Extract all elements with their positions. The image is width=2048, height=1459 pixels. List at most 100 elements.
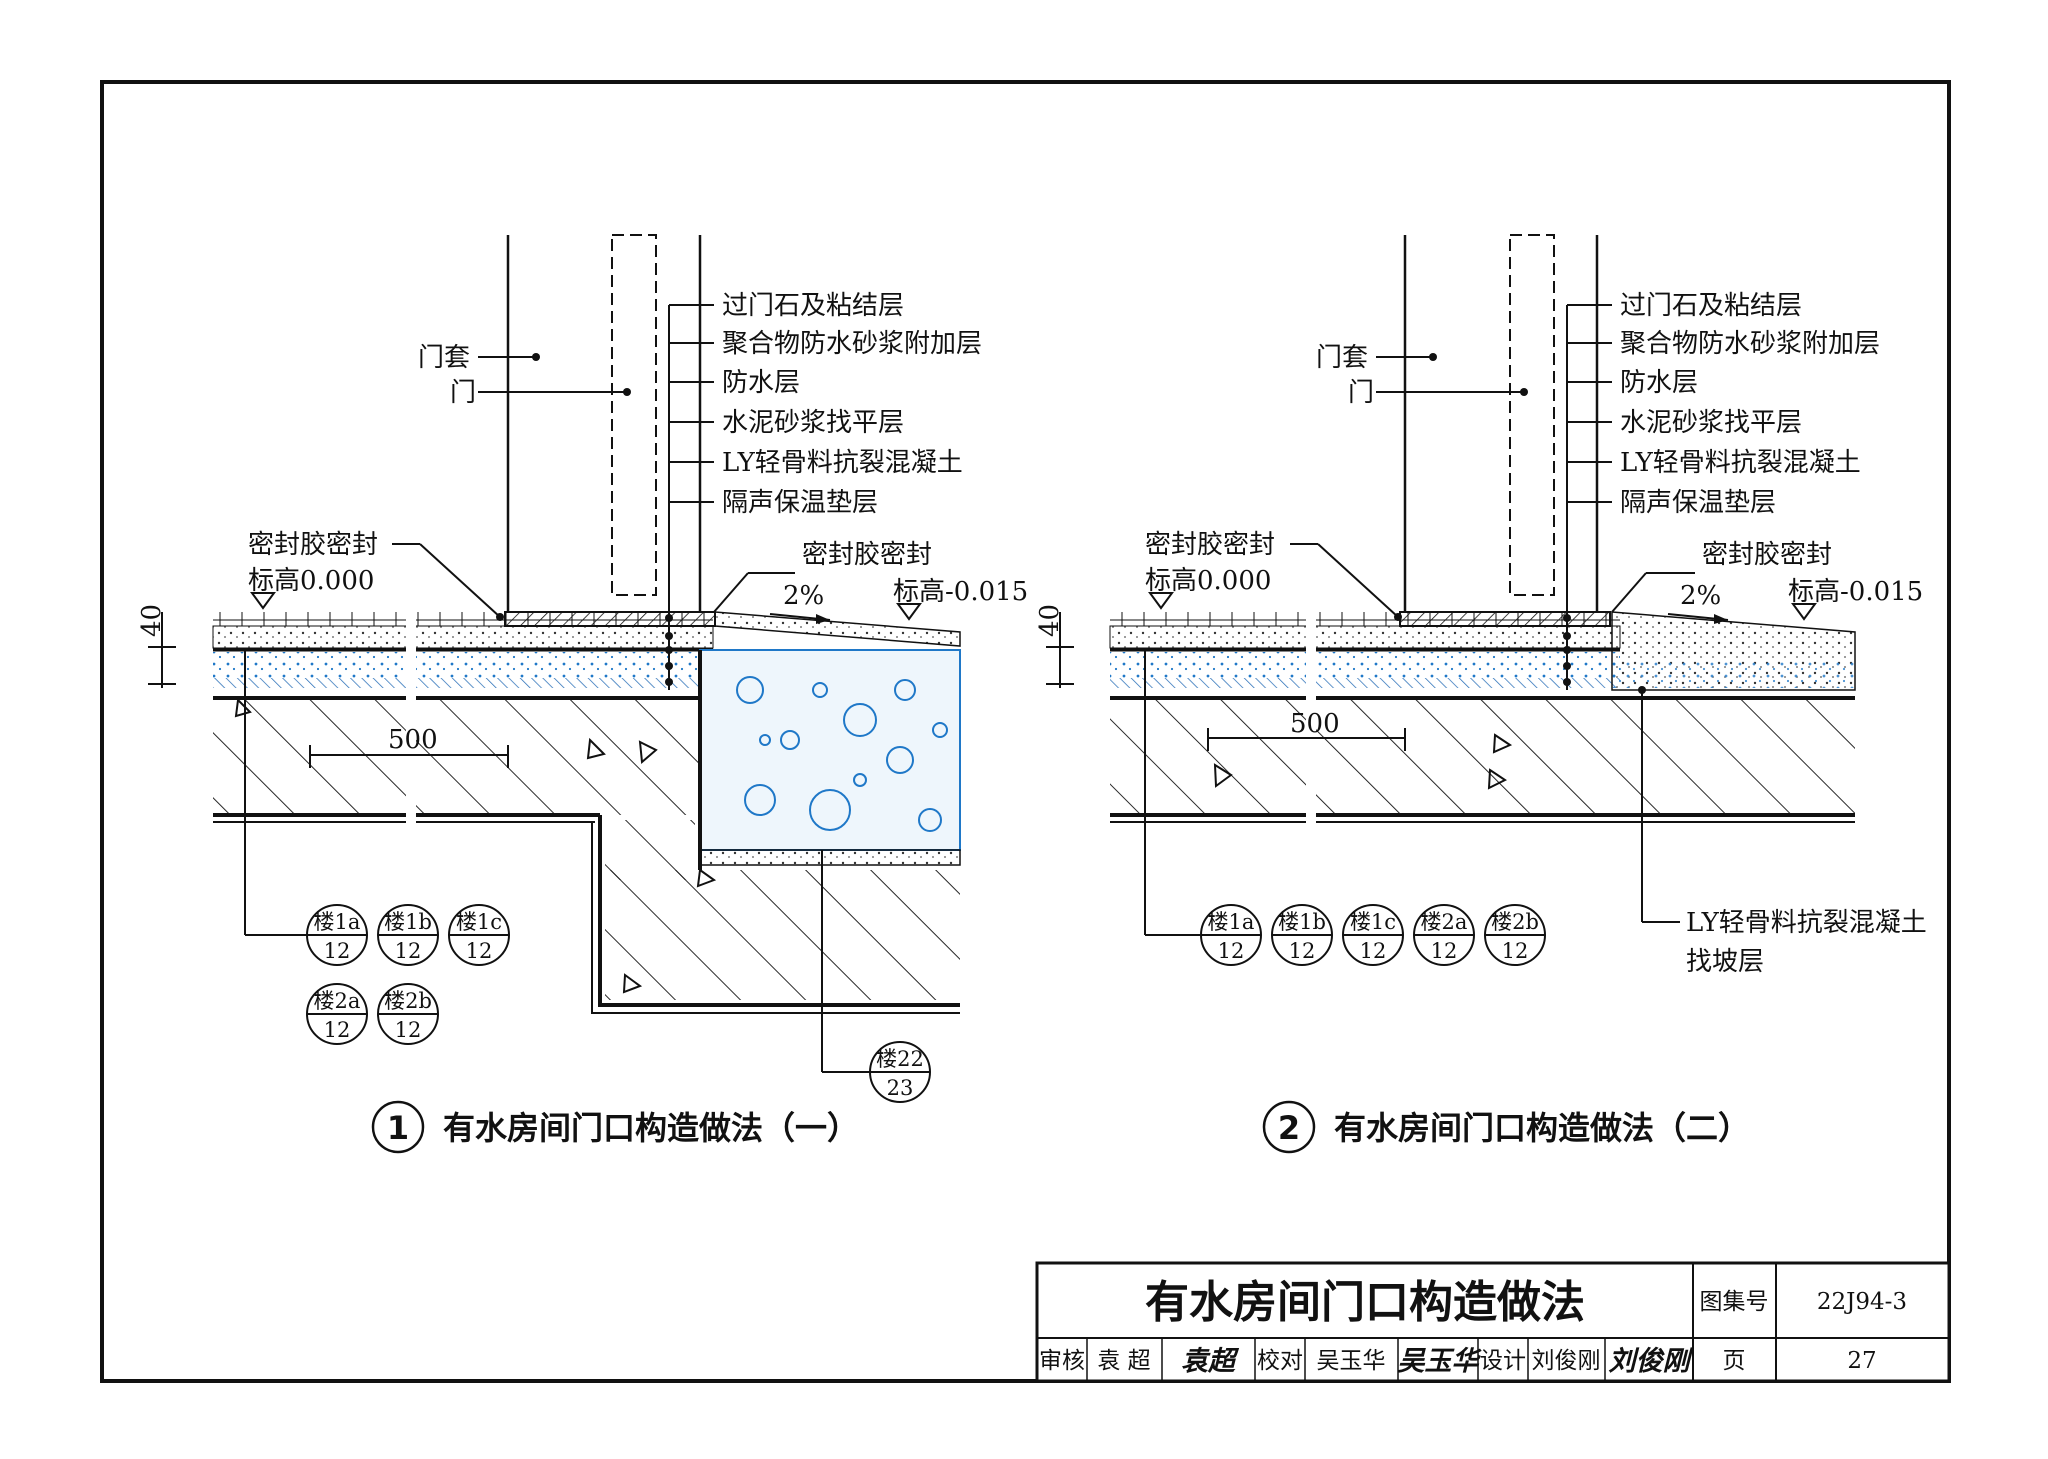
door-leaf [1509, 234, 1555, 596]
reference-bubble[interactable]: 楼1b 12 [377, 904, 439, 966]
reference-bubble[interactable]: 楼2b 12 [377, 983, 439, 1045]
foam-bubbles [736, 676, 948, 832]
reference-bubble[interactable]: 楼1b 12 [1271, 904, 1333, 966]
ref-bottom: 12 [324, 939, 351, 963]
designer-name: 刘俊刚 [1532, 1348, 1601, 1374]
ref-bottom: 23 [887, 1076, 914, 1100]
sealant-right-label: 密封胶密封 [802, 540, 932, 570]
door-frame-label: 门套 [1316, 343, 1368, 373]
elevation-marker [250, 592, 276, 610]
caption-number: 2 [1278, 1109, 1300, 1147]
detail-2-caption: 有水房间门口构造做法（二） [1334, 1109, 1750, 1147]
checker-name: 吴玉华 [1317, 1348, 1386, 1374]
ref-bottom: 12 [395, 1018, 422, 1042]
ref-bottom: 12 [1289, 939, 1316, 963]
insulation-layer [213, 652, 713, 678]
reference-bubble[interactable]: 楼1c 12 [448, 904, 510, 966]
caption-number: 1 [387, 1109, 409, 1147]
dim-500-label: 500 [388, 725, 438, 755]
door-label: 门 [450, 378, 476, 408]
slab-left [213, 700, 700, 815]
layer-label: 隔声保温垫层 [1620, 488, 1776, 518]
layer-label: 隔声保温垫层 [722, 488, 878, 518]
reference-bubble[interactable]: 楼1a 12 [1200, 904, 1262, 966]
layer-label: 过门石及粘结层 [722, 291, 904, 321]
ref-bottom: 12 [395, 939, 422, 963]
detail-2: 过门石及粘结层 聚合物防水砂浆附加层 防水层 水泥砂浆找平层 LY轻骨料抗裂混凝… [1035, 234, 1927, 1154]
checker-signature: 吴玉华 [1398, 1346, 1483, 1377]
caption-circle [1262, 1100, 1316, 1154]
sheet-title: 有水房间门口构造做法 [1145, 1277, 1585, 1328]
ref-top: 楼2a [1421, 910, 1468, 934]
door-frame-label: 门套 [418, 343, 470, 373]
ref-bottom: 12 [1218, 939, 1245, 963]
design-label: 设计 [1480, 1348, 1526, 1374]
layer-label: LY轻骨料抗裂混凝土 [1620, 448, 1861, 478]
ref-top: 楼1a [314, 910, 361, 934]
ref-top: 楼2b [384, 989, 432, 1013]
ref-bottom: 12 [324, 1018, 351, 1042]
layer-label: 水泥砂浆找平层 [722, 408, 904, 438]
insulation-layer [1110, 652, 1620, 678]
reference-bubble[interactable]: 楼1c 12 [1342, 904, 1404, 966]
check-label: 校对 [1257, 1348, 1303, 1374]
elevation-right-label: 标高-0.015 [1788, 577, 1923, 607]
caption-circle [371, 1100, 425, 1154]
ref-top: 楼1c [456, 910, 502, 934]
atlas-number: 22J94-3 [1817, 1289, 1907, 1315]
layer-label: 防水层 [722, 368, 800, 398]
reviewer-signature: 袁超 [1181, 1346, 1240, 1377]
reference-bubble[interactable]: 楼2a 12 [306, 983, 368, 1045]
recess-fill [699, 649, 961, 851]
dim-40-label: 40 [1035, 604, 1065, 637]
reference-bubble[interactable]: 楼22 23 [869, 1041, 931, 1103]
layer-label: 防水层 [1620, 368, 1698, 398]
elevation-left-label: 标高0.000 [248, 566, 374, 596]
layer-labels: 过门石及粘结层 聚合物防水砂浆附加层 防水层 水泥砂浆找平层 LY轻骨料抗裂混凝… [722, 291, 982, 518]
dim-40-label: 40 [137, 604, 167, 637]
ref-top: 楼22 [876, 1047, 924, 1071]
threshold-stone [504, 611, 716, 627]
detail-1: 过门石及粘结层 聚合物防水砂浆附加层 防水层 水泥砂浆找平层 LY轻骨料抗裂混凝… [137, 234, 1028, 1154]
designer-signature: 刘俊刚 [1609, 1346, 1694, 1377]
ref-bottom: 12 [466, 939, 493, 963]
slope-layer-label: LY轻骨料抗裂混凝土 [1686, 908, 1927, 938]
page-label: 页 [1723, 1348, 1746, 1374]
ref-top: 楼2a [314, 989, 361, 1013]
slope-label: 2% [783, 581, 824, 611]
slab [1110, 700, 1855, 815]
ref-top: 楼2b [1491, 910, 1539, 934]
review-label: 审核 [1039, 1348, 1085, 1374]
atlas-label: 图集号 [1700, 1289, 1769, 1315]
detail-1-caption: 有水房间门口构造做法（一） [443, 1109, 859, 1147]
ref-top: 楼1c [1350, 910, 1396, 934]
reviewer-name: 袁 超 [1097, 1348, 1150, 1374]
ref-bottom: 12 [1431, 939, 1458, 963]
reference-bubble[interactable]: 楼1a 12 [306, 904, 368, 966]
sealant-left-label: 密封胶密封 [1145, 530, 1275, 560]
ref-bottom: 12 [1360, 939, 1387, 963]
layer-label: 水泥砂浆找平层 [1620, 408, 1802, 438]
sealant-right-label: 密封胶密封 [1702, 540, 1832, 570]
dim-500-label: 500 [1290, 709, 1340, 739]
ref-top: 楼1b [1278, 910, 1326, 934]
sealant-left-label: 密封胶密封 [248, 530, 378, 560]
ref-top: 楼1a [1208, 910, 1255, 934]
title-block: 有水房间门口构造做法 图集号 22J94-3 审核 袁 超 袁超 校对 吴玉华 … [1035, 1261, 1951, 1383]
reference-bubble[interactable]: 楼2b 12 [1484, 904, 1546, 966]
page-number: 27 [1847, 1348, 1876, 1374]
layer-label: 聚合物防水砂浆附加层 [1620, 329, 1880, 359]
layer-label: 聚合物防水砂浆附加层 [722, 329, 982, 359]
elevation-left-label: 标高0.000 [1145, 566, 1271, 596]
threshold-stone [1399, 611, 1611, 627]
elevation-right-label: 标高-0.015 [893, 577, 1028, 607]
slope-label: 2% [1680, 581, 1721, 611]
sheet-border [100, 80, 1951, 1383]
reference-bubble[interactable]: 楼2a 12 [1413, 904, 1475, 966]
door-leaf [611, 234, 657, 596]
slope-layer-label-2: 找坡层 [1686, 947, 1764, 977]
layer-labels: 过门石及粘结层 聚合物防水砂浆附加层 防水层 水泥砂浆找平层 LY轻骨料抗裂混凝… [1620, 291, 1880, 518]
ref-bottom: 12 [1502, 939, 1529, 963]
layer-label: LY轻骨料抗裂混凝土 [722, 448, 963, 478]
